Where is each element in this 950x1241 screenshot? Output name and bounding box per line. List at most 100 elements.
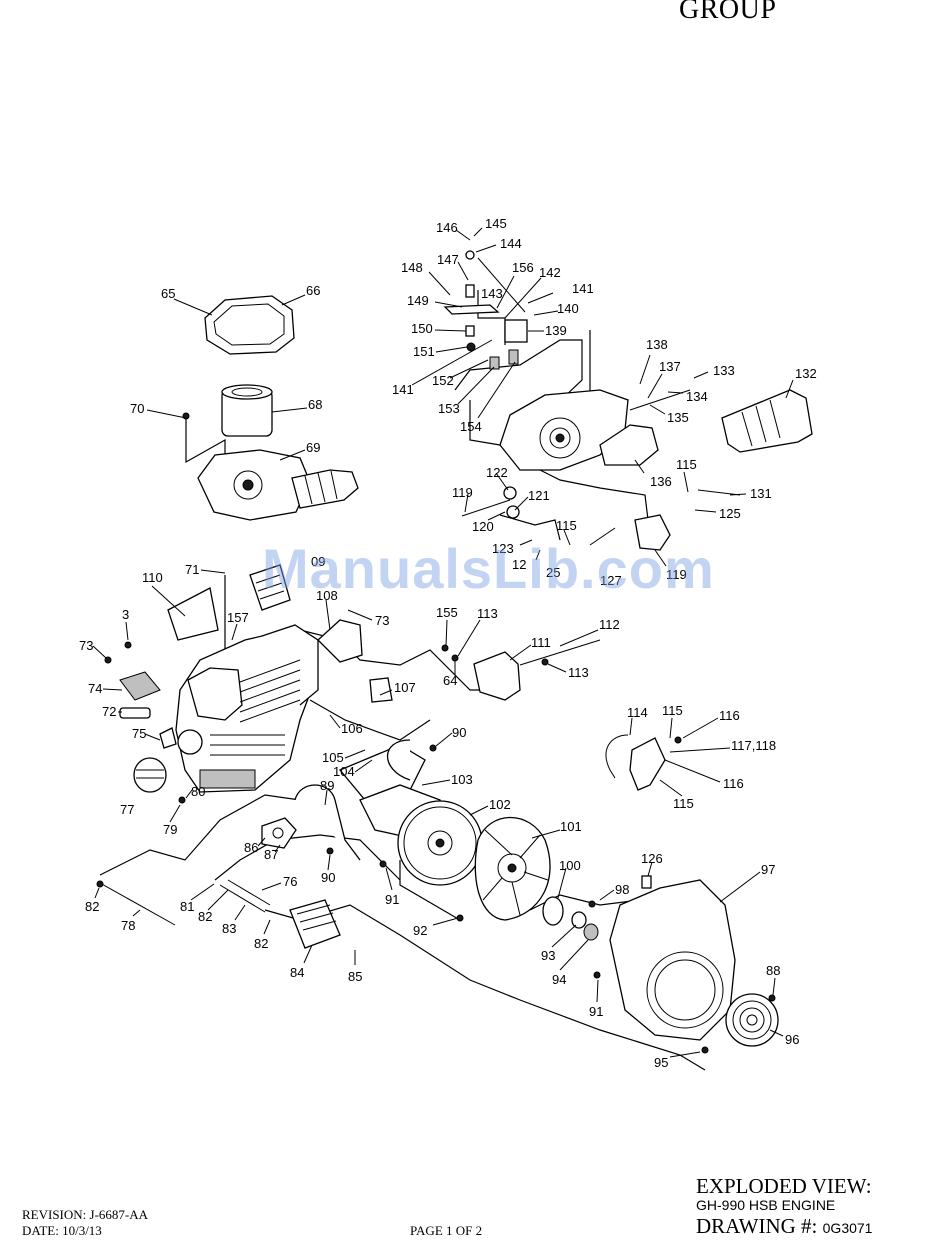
- callout-149: 149: [407, 293, 429, 308]
- callout-102: 102: [489, 797, 511, 812]
- page-group-heading: GROUP: [679, 0, 777, 25]
- callout-112: 112: [599, 617, 620, 632]
- callout-117-118: 117,118: [731, 738, 776, 753]
- callout-73-b: 73: [79, 638, 93, 653]
- callout-81: 81: [180, 899, 194, 914]
- callout-125: 125: [719, 506, 741, 521]
- callout-94: 94: [552, 972, 566, 987]
- callout-155: 155: [436, 605, 458, 620]
- title-block-drawing: DRAWING #: 0G3071: [696, 1214, 872, 1239]
- callout-141-top: 141: [572, 281, 594, 296]
- callout-126: 126: [641, 851, 663, 866]
- callout-85: 85: [348, 969, 362, 984]
- callout-84: 84: [290, 965, 304, 980]
- callout-96: 96: [785, 1032, 799, 1047]
- wire-harness-assembly: [605, 734, 682, 791]
- callout-95: 95: [654, 1055, 668, 1070]
- callout-137: 137: [659, 359, 681, 374]
- callout-12: 12: [512, 557, 526, 572]
- callout-123: 123: [492, 541, 514, 556]
- callout-156: 156: [512, 260, 534, 275]
- callout-146: 146: [436, 220, 458, 235]
- callout-136: 136: [650, 474, 672, 489]
- callout-89: 89: [320, 778, 334, 793]
- callout-121: 121: [528, 488, 550, 503]
- callout-98: 98: [615, 882, 629, 897]
- callout-115-b: 115: [556, 518, 577, 533]
- callout-104: 104: [333, 764, 355, 779]
- callout-92: 92: [413, 923, 427, 938]
- callout-88: 88: [766, 963, 780, 978]
- callout-77: 77: [120, 802, 134, 817]
- callout-122: 122: [486, 465, 508, 480]
- callout-110: 110: [142, 570, 163, 585]
- callout-107: 107: [394, 680, 416, 695]
- drawing-number: 0G3071: [822, 1220, 873, 1236]
- callout-120: 120: [472, 519, 494, 534]
- callout-152: 152: [432, 373, 454, 388]
- callout-09: 09: [311, 554, 325, 569]
- title-block-subtitle: GH-990 HSB ENGINE: [696, 1197, 836, 1213]
- callout-108: 108: [316, 588, 338, 603]
- callout-113-a: 113: [477, 606, 498, 621]
- callout-90-a: 90: [452, 725, 466, 740]
- callout-82-a: 82: [85, 899, 99, 914]
- revision-label: REVISION: J-6687-AA: [22, 1207, 149, 1222]
- callout-145: 145: [485, 216, 507, 231]
- callout-105: 105: [322, 750, 344, 765]
- callout-134: 134: [686, 389, 708, 404]
- callout-116-b: 116: [723, 776, 744, 791]
- callout-106: 106: [341, 721, 363, 736]
- callout-25: 25: [546, 565, 560, 580]
- callout-140: 140: [557, 301, 579, 316]
- callout-141-left: 141: [392, 382, 414, 397]
- callout-131: 131: [750, 486, 772, 501]
- callout-80: 80: [191, 784, 205, 799]
- callout-119-a: 119: [452, 485, 473, 500]
- callout-87: 87: [264, 847, 278, 862]
- callout-150: 150: [411, 321, 433, 336]
- callout-79: 79: [163, 822, 177, 837]
- callout-115-d: 115: [673, 796, 694, 811]
- blower-housing-assembly: [443, 250, 813, 551]
- callout-73-a: 73: [375, 613, 389, 628]
- callout-64: 64: [443, 673, 457, 688]
- callout-139: 139: [545, 323, 567, 338]
- drawing-number-label: DRAWING #:: [696, 1214, 818, 1238]
- callout-68: 68: [308, 397, 322, 412]
- callout-100: 100: [559, 858, 581, 873]
- callout-83: 83: [222, 921, 236, 936]
- callout-97: 97: [761, 862, 775, 877]
- callout-103: 103: [451, 772, 473, 787]
- callout-93: 93: [541, 948, 555, 963]
- callout-72: 72: [102, 704, 116, 719]
- callout-101: 101: [560, 819, 582, 834]
- callout-71: 71: [185, 562, 199, 577]
- callout-74: 74: [88, 681, 102, 696]
- callout-144: 144: [500, 236, 522, 251]
- callout-157: 157: [227, 610, 249, 625]
- callout-115-c: 115: [662, 703, 683, 718]
- callout-133: 133: [713, 363, 735, 378]
- callout-142: 142: [539, 265, 561, 280]
- callout-132: 132: [795, 366, 817, 381]
- callout-114: 114: [627, 705, 648, 720]
- callout-116-a: 116: [719, 708, 740, 723]
- air-cleaner-assembly: [182, 295, 359, 521]
- callout-82-c: 82: [254, 936, 268, 951]
- callout-66: 66: [306, 283, 320, 298]
- callout-82-b: 82: [198, 909, 212, 924]
- callout-138: 138: [646, 337, 668, 352]
- callout-113-b: 113: [568, 665, 589, 680]
- callout-90-b: 90: [321, 870, 335, 885]
- title-block-title: EXPLODED VIEW:: [696, 1174, 872, 1198]
- callout-148: 148: [401, 260, 423, 275]
- callout-111: 111: [531, 635, 551, 650]
- callout-70: 70: [130, 401, 144, 416]
- callout-91-b: 91: [589, 1004, 603, 1019]
- callout-75: 75: [132, 726, 146, 741]
- callout-153: 153: [438, 401, 460, 416]
- part-number-callouts: 145 146 144 147 148 156 142 143 141 149 …: [79, 216, 817, 1070]
- callout-69: 69: [306, 440, 320, 455]
